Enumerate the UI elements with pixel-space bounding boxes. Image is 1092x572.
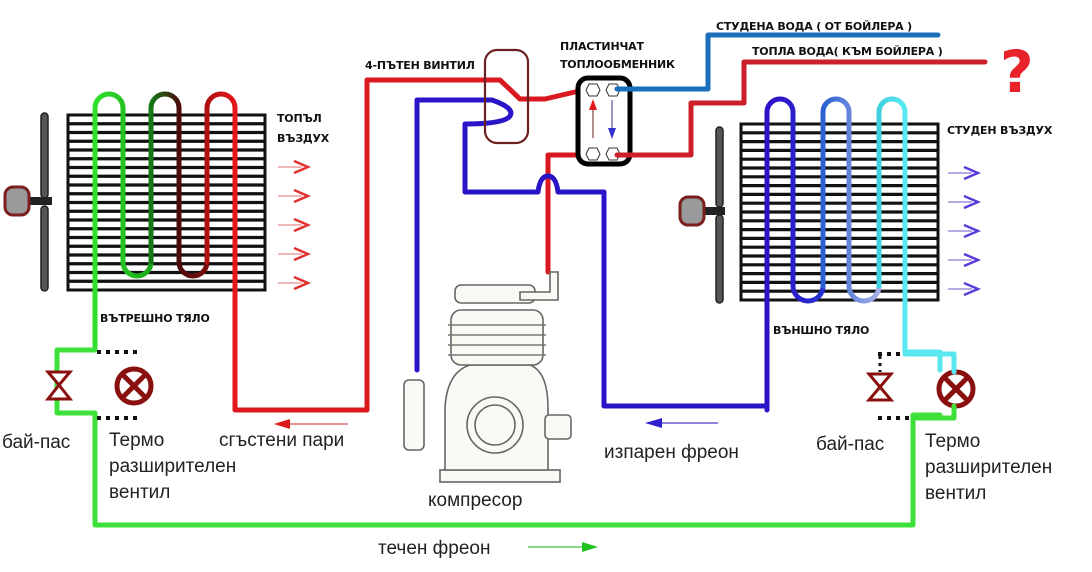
liquid-freon-pipe-left xyxy=(54,347,943,528)
plate-hx-label-line2: ТОПЛООБМЕННИК xyxy=(560,58,675,71)
air-arrow-head xyxy=(293,188,312,204)
cold-water-pipe xyxy=(614,32,941,92)
air-arrow-head xyxy=(963,252,982,268)
air-arrow-head xyxy=(963,194,982,210)
liquid-freon-label: течен фреон xyxy=(378,538,491,559)
four-way-valve-label: 4-ПЪТЕН ВИНТИЛ xyxy=(365,59,475,72)
right-valve-group: бай-пас Термо разширителен вентил xyxy=(816,347,1052,504)
outdoor-unit-label: ВЪНШНО ТЯЛО xyxy=(773,324,869,337)
warm-air-label-line2: ВЪЗДУХ xyxy=(277,132,330,145)
outdoor-coil-loop-1 xyxy=(764,96,826,413)
hot-water-pipe xyxy=(614,59,988,158)
left-valve-group: бай-пас Термо разширителен вентил xyxy=(2,350,236,503)
cold-air-label: СТУДЕН ВЪЗДУХ xyxy=(947,124,1053,137)
bypass-valve-icon-left xyxy=(44,370,74,401)
txv-label-right-line3: вентил xyxy=(925,483,986,504)
liquid-freon-arrow-icon xyxy=(528,542,598,552)
warm-air-arrows xyxy=(278,159,312,291)
cold-air-arrows xyxy=(948,165,982,297)
suction-pipe xyxy=(414,97,770,409)
txv-label-left-line2: разширителен xyxy=(109,456,236,477)
txv-label-left-line3: вентил xyxy=(109,482,170,503)
outdoor-coil-fins xyxy=(739,122,940,302)
txv-label-right-line2: разширителен xyxy=(925,457,1052,478)
plate-heat-exchanger: ПЛАСТИНЧАТ ТОПЛООБМЕННИК xyxy=(560,40,675,167)
txv-valve-icon-right xyxy=(936,369,976,409)
compressed-vapor-pipe xyxy=(234,77,595,413)
compressor-icon: компресор xyxy=(403,271,572,511)
question-mark-icon: ? xyxy=(1000,38,1034,106)
indoor-coil-loop-3 xyxy=(204,91,238,413)
txv-label-left-line1: Термо xyxy=(109,430,164,451)
plate-hx-label-line1: ПЛАСТИНЧАТ xyxy=(560,40,644,53)
air-arrow-head xyxy=(293,159,312,175)
indoor-unit-label: ВЪТРЕШНО ТЯЛО xyxy=(100,312,210,325)
air-arrow-head xyxy=(293,246,312,262)
outdoor-coil-loop-2 xyxy=(820,96,882,304)
indoor-coil-loop-2 xyxy=(148,91,210,279)
outdoor-fan-icon xyxy=(678,126,725,304)
indoor-unit: ТОПЪЛ ВЪЗДУХ ВЪТРЕШНО ТЯЛО xyxy=(3,91,330,413)
hot-water-label: ТОПЛА ВОДА( КЪМ БОЙЛЕРА ) xyxy=(752,45,943,58)
discharge-pipe xyxy=(545,152,595,275)
warm-air-label-line1: ТОПЪЛ xyxy=(277,112,322,125)
compressed-vapor-label: сгъстени пари xyxy=(219,430,344,451)
bypass-label-right: бай-пас xyxy=(816,434,884,455)
cold-water-label: СТУДЕНА ВОДА ( ОТ БОЙЛЕРА ) xyxy=(716,20,912,33)
evaporated-freon-label: изпарен фреон xyxy=(604,442,739,463)
bypass-valve-icon-right xyxy=(865,372,895,402)
txv-label-right-line1: Термо xyxy=(925,431,980,452)
four-way-valve-icon xyxy=(483,48,530,145)
txv-valve-icon-left xyxy=(114,366,154,406)
indoor-coil-loop-1 xyxy=(92,91,154,353)
compressed-vapor-arrow-icon xyxy=(274,419,348,429)
indoor-fan-icon xyxy=(3,112,52,292)
indoor-coil-fins xyxy=(66,113,267,292)
air-arrow-head xyxy=(293,217,312,233)
air-arrow-head xyxy=(963,165,982,181)
air-arrow-head xyxy=(963,223,982,239)
outdoor-unit: СТУДЕН ВЪЗДУХ ВЪНШНО ТЯЛО xyxy=(678,96,1053,413)
outdoor-coil-loop-3 xyxy=(876,96,908,353)
air-arrow-head xyxy=(293,275,312,291)
air-arrow-head xyxy=(963,281,982,297)
compressor-label: компресор xyxy=(428,490,522,511)
bypass-label-left: бай-пас xyxy=(2,432,70,453)
evaporated-freon-arrow-icon xyxy=(645,418,718,428)
